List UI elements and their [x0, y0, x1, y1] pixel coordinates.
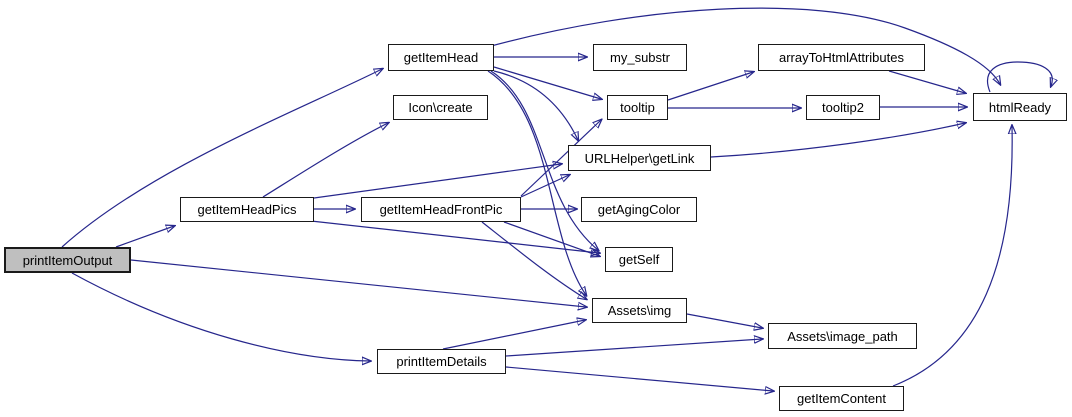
edge-printItemOutput-getItemHead	[61, 69, 382, 248]
edge-getItemHead-tooltip	[493, 66, 601, 99]
edge-getItemHead-assets-img	[487, 70, 586, 295]
edge-arrayToHtmlAttributes-htmlReady	[888, 70, 965, 93]
node-get-aging-color[interactable]: getAgingColor	[581, 197, 697, 222]
edge-getItemHeadFrontPic-assets-img	[481, 221, 586, 299]
edge-getItemHeadPics-icon-create	[262, 123, 388, 198]
node-icon-create[interactable]: Icon\create	[393, 95, 488, 120]
edge-printItemOutput-printItemDetails	[71, 272, 370, 361]
edge-printItemDetails-assets-image_path	[505, 339, 762, 357]
node-tooltip2[interactable]: tooltip2	[806, 95, 880, 120]
edge-getItemHead-htmlReady	[490, 7, 1000, 84]
node-html-ready[interactable]: htmlReady	[973, 93, 1067, 121]
edge-getItemHeadPics-urlhelper-getLink	[313, 164, 561, 199]
node-array-to-html-attributes[interactable]: arrayToHtmlAttributes	[758, 44, 925, 71]
edge-urlhelper-getLink-htmlReady	[710, 123, 965, 158]
edge-printItemDetails-getItemContent	[505, 366, 773, 391]
edge-printItemOutput-assets-img	[130, 259, 586, 307]
node-urlhelper-get-link[interactable]: URLHelper\getLink	[568, 145, 711, 171]
edge-printItemDetails-assets-img	[442, 320, 585, 350]
edge-getItemHead-getSelf	[490, 70, 598, 250]
node-assets-image-path[interactable]: Assets\image_path	[768, 323, 917, 349]
node-get-item-head-front-pic[interactable]: getItemHeadFrontPic	[361, 197, 521, 222]
edge-getItemHeadFrontPic-getSelf	[503, 221, 599, 256]
edge-tooltip-arrayToHtmlAttributes	[667, 72, 753, 101]
edge-getItemContent-htmlReady	[892, 126, 1012, 387]
edge-htmlReady-self-loop	[987, 61, 1053, 93]
edge-assets-img-assets-image_path	[686, 313, 762, 328]
node-print-item-output: printItemOutput	[4, 247, 131, 273]
edge-getItemHeadPics-getSelf	[310, 220, 599, 253]
node-print-item-details[interactable]: printItemDetails	[377, 349, 506, 374]
node-get-self[interactable]: getSelf	[605, 247, 673, 272]
node-my-substr[interactable]: my_substr	[593, 44, 687, 71]
node-get-item-head[interactable]: getItemHead	[388, 44, 494, 71]
node-get-item-head-pics[interactable]: getItemHeadPics	[180, 197, 314, 222]
edge-getItemHeadFrontPic-urlhelper-getLink	[520, 175, 569, 198]
node-tooltip[interactable]: tooltip	[607, 95, 668, 120]
edge-getItemHead-urlhelper-getLink	[493, 70, 578, 140]
node-assets-img[interactable]: Assets\img	[592, 298, 687, 323]
node-get-item-content[interactable]: getItemContent	[779, 386, 904, 411]
edge-getItemHeadFrontPic-tooltip	[520, 120, 601, 197]
edge-printItemOutput-getItemHeadPics	[115, 226, 174, 248]
